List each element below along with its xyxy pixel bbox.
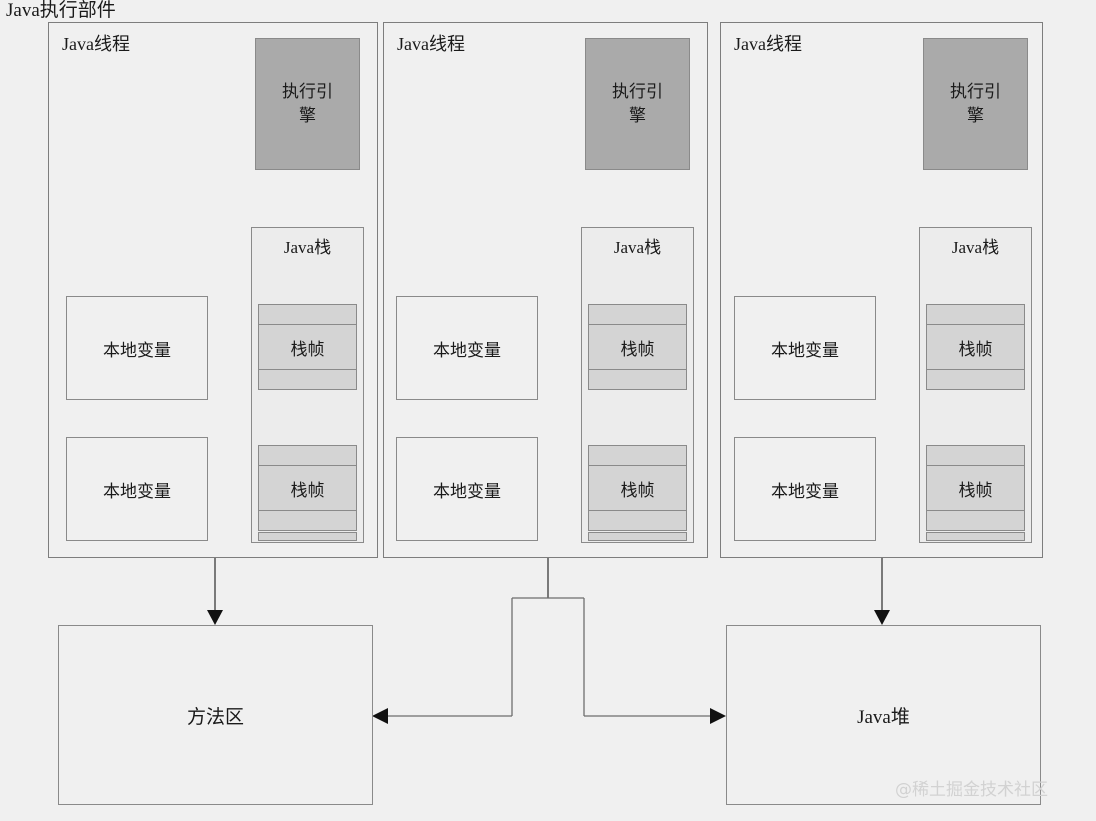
stack-frame-label-3b: 栈帧 [958,480,993,500]
stack-frame-group-1b: 栈帧 [258,445,357,531]
stack-frame-strip-top-3a [927,305,1024,325]
stack-frame-group-2a: 栈帧 [588,304,687,390]
execution-engine-box-1: 执行引 擎 [255,38,360,170]
thread-label-2: Java线程 [397,34,465,54]
method-area-label: 方法区 [186,706,244,728]
local-variable-box-1a: 本地变量 [66,296,208,400]
bridge-connector-thread2 [372,558,726,724]
stack-frame-label-1b: 栈帧 [290,480,325,500]
stack-frame-strip-bottom-1a [259,369,356,389]
java-heap-label: Java堆 [857,706,910,728]
stack-frame-group-1a: 栈帧 [258,304,357,390]
stack-frame-strip-top-1b [259,446,356,466]
local-variable-label-2a: 本地变量 [433,340,501,360]
stack-frame-label-3a: 栈帧 [958,339,993,359]
thread-label-1: Java线程 [62,34,130,54]
local-variable-box-1b: 本地变量 [66,437,208,541]
thread-label-3: Java线程 [734,34,802,54]
engine-label-line-1: 执行引 [612,82,663,101]
local-variable-box-2a: 本地变量 [396,296,538,400]
java-stack-box-3: Java栈 栈帧 栈帧 [919,227,1032,543]
local-variable-box-3b: 本地变量 [734,437,876,541]
execution-engine-box-2: 执行引 擎 [585,38,690,170]
stack-frame-strip-bottom-1b [259,510,356,530]
stack-frame-strip-top-3b [927,446,1024,466]
arrow-thread3-to-java-heap [874,558,890,625]
java-stack-label-1: Java栈 [283,238,332,257]
engine-label-line-1: 执行引 [950,82,1001,101]
stack-frame-label-1a: 栈帧 [290,339,325,359]
stack-frame-tail-3 [926,532,1025,541]
stack-frame-tail-1 [258,532,357,541]
stack-frame-tail-2 [588,532,687,541]
java-stack-box-2: Java栈 栈帧 栈帧 [581,227,694,543]
stack-frame-group-2b: 栈帧 [588,445,687,531]
arrow-thread1-to-method-area [207,558,223,625]
local-variable-label-3a: 本地变量 [771,340,839,360]
stack-frame-strip-bottom-2b [589,510,686,530]
stack-frame-strip-bottom-3b [927,510,1024,530]
engine-label-line-1: 执行引 [282,82,333,101]
execution-engine-box-3: 执行引 擎 [923,38,1028,170]
local-variable-label-1a: 本地变量 [103,340,171,360]
stack-frame-strip-bottom-2a [589,369,686,389]
local-variable-box-3a: 本地变量 [734,296,876,400]
stack-frame-label-2a: 栈帧 [620,339,655,359]
engine-label-line-2: 擎 [629,106,646,125]
engine-label-line-2: 擎 [967,106,984,125]
stack-frame-label-2b: 栈帧 [620,480,655,500]
stack-frame-strip-top-2b [589,446,686,466]
engine-label-line-2: 擎 [299,106,316,125]
page-title: Java执行部件 [6,0,116,21]
stack-frame-group-3b: 栈帧 [926,445,1025,531]
java-stack-label-2: Java栈 [613,238,662,257]
local-variable-label-2b: 本地变量 [433,481,501,501]
stack-frame-group-3a: 栈帧 [926,304,1025,390]
stack-frame-strip-bottom-3a [927,369,1024,389]
local-variable-label-3b: 本地变量 [771,481,839,501]
java-stack-box-1: Java栈 栈帧 栈帧 [251,227,364,543]
stack-frame-strip-top-2a [589,305,686,325]
method-area-box: 方法区 [58,625,373,805]
stack-frame-strip-top-1a [259,305,356,325]
watermark: @稀土掘金技术社区 [895,780,1048,800]
java-heap-box: Java堆 [726,625,1041,805]
local-variable-box-2b: 本地变量 [396,437,538,541]
local-variable-label-1b: 本地变量 [103,481,171,501]
java-stack-label-3: Java栈 [951,238,1000,257]
